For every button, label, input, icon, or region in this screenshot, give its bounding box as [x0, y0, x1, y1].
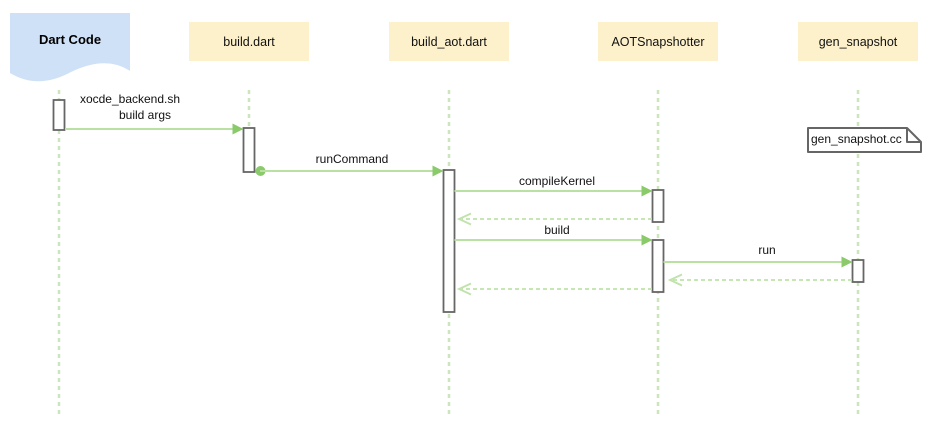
- activation-bar-aotsnapshotter-1: [651, 189, 665, 223]
- return-arrowhead-build-icon: [456, 282, 472, 296]
- actor-aotsnapshotter: AOTSnapshotter: [598, 22, 718, 61]
- return-arrows: [456, 212, 852, 296]
- message-label-run: run: [758, 243, 776, 257]
- message-label-build: build: [544, 223, 570, 237]
- arrowhead-runcommand-icon: [432, 165, 444, 177]
- activation-bar-aotsnapshotter-2: [651, 239, 665, 293]
- actor-build-aot-dart: build_aot.dart: [389, 22, 509, 61]
- call-arrows: [65, 123, 853, 268]
- arrowhead-compilekernel-icon: [641, 185, 653, 197]
- message-label-build-args: build args: [118, 108, 172, 122]
- message-label-runcommand: runCommand: [315, 152, 389, 166]
- activation-bar-build-aot-dart: [442, 169, 456, 313]
- arrowhead-build-args-icon: [232, 123, 244, 135]
- activation-bar-gen-snapshot: [851, 259, 865, 283]
- actor-gen-snapshot: gen_snapshot: [798, 22, 918, 61]
- lifelines: [57, 90, 860, 414]
- activation-bars: [52, 99, 865, 313]
- note-label-gen-snapshot-cc: gen_snapshot.cc: [811, 132, 902, 146]
- return-arrowhead-run-icon: [667, 273, 683, 287]
- note-fold-corner: [906, 128, 921, 143]
- return-arrowhead-compilekernel-icon: [456, 212, 472, 226]
- dart-code-document-shape: [10, 13, 130, 82]
- actor-build-dart: build.dart: [189, 22, 309, 61]
- arrowhead-run-icon: [841, 256, 853, 268]
- activation-bar-build-dart: [242, 127, 256, 173]
- message-label-xocde-backend: xocde_backend.sh: [79, 92, 181, 106]
- activation-bar-dart-code: [52, 99, 66, 131]
- message-label-compilekernel: compileKernel: [518, 174, 596, 188]
- actor-dart-code: Dart Code: [38, 31, 102, 47]
- arrowhead-build-icon: [641, 234, 653, 246]
- note-gen-snapshot-cc: [807, 127, 922, 153]
- note-outline: [807, 127, 922, 153]
